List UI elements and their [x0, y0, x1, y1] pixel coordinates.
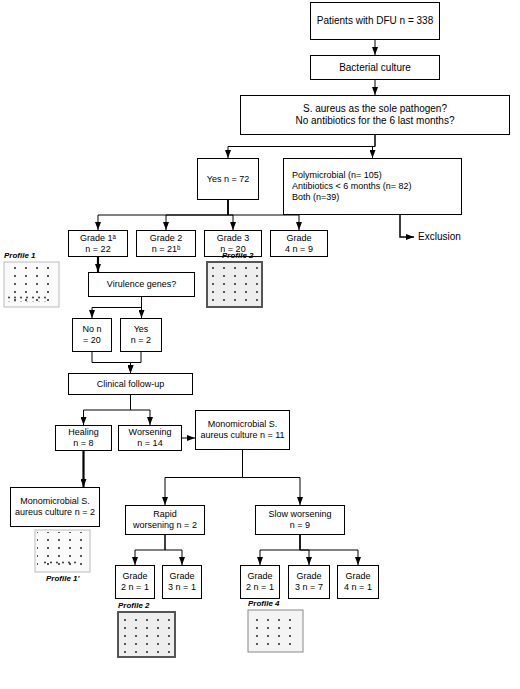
box-text: Grade 3 n = 7 [291, 571, 327, 593]
profile-label: Profile 1 [4, 251, 36, 260]
box-text: Yes n = 2 [123, 324, 159, 346]
flow-box: Yes n = 2 [120, 318, 162, 352]
flow-arrow [84, 395, 131, 425]
flow-arrow [165, 535, 182, 565]
flow-arrow [92, 352, 131, 373]
flow-box: Yes n = 72 [197, 158, 259, 200]
box-text: Bacterial culture [339, 62, 411, 74]
box-text: Grade 1ᵃ n = 22 [71, 233, 125, 255]
flow-box: Grade 4 n = 1 [337, 565, 379, 599]
exclusion-arrow [400, 215, 414, 237]
profile-label: Profile 4 [248, 599, 280, 608]
box-text: Slow worsening n = 9 [258, 509, 342, 531]
flow-box: Grade 2 n = 1 [115, 565, 155, 599]
box-text: Monomicrobial S. aureus culture n = 2 [15, 496, 95, 518]
box-text: S. aureus as the sole pathogen? No antib… [289, 103, 461, 127]
exclusion-label: Exclusion [418, 231, 461, 242]
profile-thumbnail [35, 530, 90, 572]
box-text: Rapid worsening n = 2 [128, 509, 202, 531]
flow-box: Grade 4 n = 9 [270, 230, 328, 257]
flow-box: Grade 1ᵃ n = 22 [68, 230, 128, 257]
flow-box: S. aureus as the sole pathogen? No antib… [240, 95, 510, 135]
flow-arrow [375, 40, 376, 55]
box-text: Grade 2 n = 21ᵇ [139, 233, 193, 255]
profile-label: Profile 2 [118, 601, 150, 610]
flow-arrow [260, 535, 300, 565]
flow-box: Patients with DFU n = 338 [310, 2, 440, 40]
box-text: Polymicrobial (n= 105) [292, 170, 382, 181]
flow-box: Healing n = 8 [55, 425, 112, 451]
flow-box: Rapid worsening n = 2 [125, 505, 205, 535]
profile-thumbnail [4, 262, 59, 307]
flow-arrow [131, 395, 151, 425]
flow-box: No n = 20 [72, 318, 112, 352]
box-text: No n = 20 [75, 324, 109, 346]
box-text: Grade 3 n = 1 [165, 571, 199, 593]
flow-arrow [135, 535, 165, 565]
profile-label: Profile 1' [46, 574, 79, 583]
flow-box: Grade 2 n = 21ᵇ [136, 230, 196, 257]
flow-box: Clinical follow-up [68, 373, 193, 395]
box-text: Worsening n = 14 [121, 427, 179, 449]
box-text: Grade 2 n = 1 [118, 571, 152, 593]
flow-arrow [375, 80, 376, 95]
flow-box: Grade 3 n = 7 [288, 565, 330, 599]
flow-arrow [165, 450, 243, 505]
flow-arrow [98, 200, 228, 230]
flow-box: Virulence genes? [88, 272, 195, 297]
flow-arrow [97, 257, 99, 272]
flow-arrow [82, 451, 84, 487]
flow-arrow [166, 200, 228, 230]
box-text: Both (n=39) [292, 192, 339, 203]
box-text: Virulence genes? [107, 279, 176, 290]
flow-box: Grade 2 n = 1 [240, 565, 280, 599]
flow-box: Bacterial culture [310, 55, 440, 80]
profile-label: Profile 2 [222, 251, 254, 260]
flow-box: Monomicrobial S. aureus culture n = 2 [10, 487, 100, 527]
flow-arrow [131, 352, 142, 373]
box-text: Monomicrobial S. aureus culture n = 11 [200, 419, 285, 441]
profile-thumbnail [118, 612, 175, 657]
profile-thumbnail [248, 610, 303, 652]
box-text: Grade 2 n = 1 [243, 571, 277, 593]
flow-arrow [228, 135, 375, 158]
flow-arrow [182, 438, 195, 439]
box-text: Clinical follow-up [97, 379, 165, 390]
flow-arrow [141, 297, 142, 318]
flow-arrow [373, 135, 376, 158]
box-text: Healing n = 8 [58, 427, 109, 449]
flow-box: Worsening n = 14 [118, 425, 182, 451]
box-text: Yes n = 72 [207, 174, 249, 185]
flow-box: Slow worsening n = 9 [255, 505, 345, 535]
box-text: Grade 4 n = 1 [340, 571, 376, 593]
flow-arrow [300, 535, 358, 565]
flow-arrow [243, 450, 301, 505]
box-text: Antibiotics < 6 months (n= 82) [292, 181, 412, 192]
flow-arrow [92, 297, 142, 318]
profile-thumbnail [207, 262, 262, 307]
flow-box: Grade 3 n = 1 [162, 565, 202, 599]
flow-box: Monomicrobial S. aureus culture n = 11 [195, 410, 290, 450]
exclusion-box: Polymicrobial (n= 105)Antibiotics < 6 mo… [283, 158, 462, 215]
box-text: Grade 4 n = 9 [273, 233, 325, 255]
box-text: Patients with DFU n = 338 [317, 15, 433, 27]
